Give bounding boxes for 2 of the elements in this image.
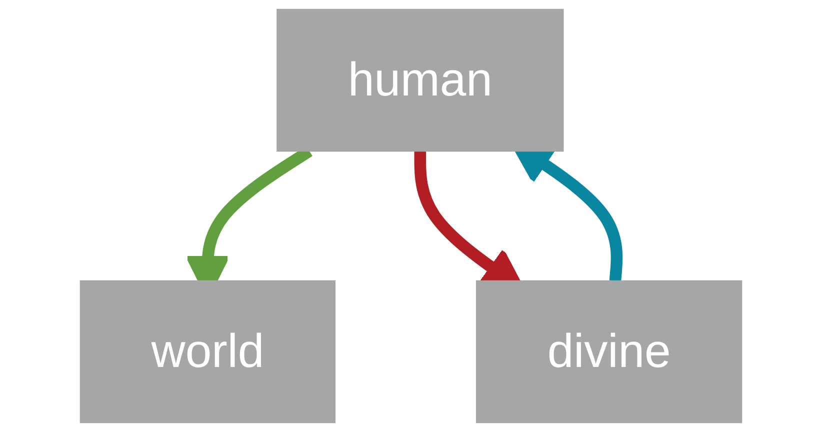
- node-box: divine: [475, 280, 742, 424]
- node-box: human: [276, 8, 564, 152]
